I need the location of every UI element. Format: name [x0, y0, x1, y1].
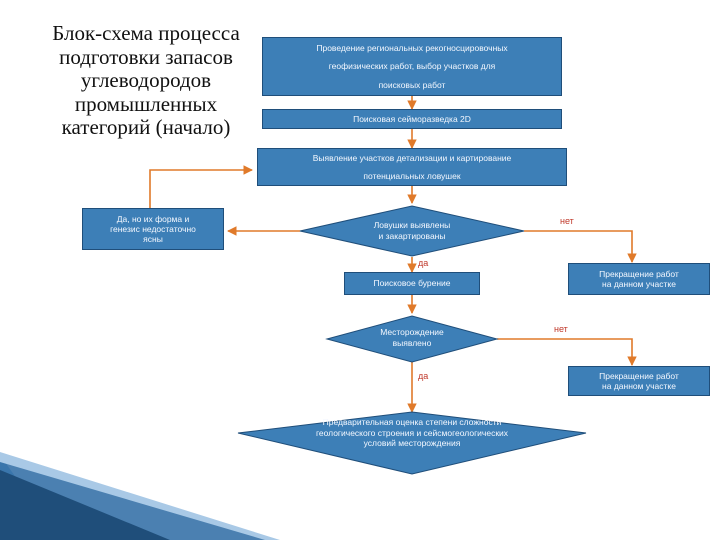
step3-line2: потенциальных ловушек: [363, 171, 461, 181]
stop1-line1: Прекращение работ: [599, 268, 679, 279]
stop2-line1: Прекращение работ: [599, 370, 679, 381]
stop2-line2: на данном участке: [602, 381, 676, 391]
edge-label-no-2: нет: [554, 324, 568, 334]
edge-label-no-1: нет: [560, 216, 574, 226]
final-line1: Предварительная оценка степени сложности: [322, 417, 502, 427]
decision2-shape: [325, 315, 499, 363]
step2-box: Поисковая сейморазведка 2D: [262, 109, 562, 129]
arrow-decision1-stop1: [524, 230, 637, 263]
step3-line1: Выявление участков детализации и картиро…: [312, 152, 512, 163]
arrow-sidenote-loop: [149, 165, 253, 208]
side-note-line2: генезис недостаточно: [110, 223, 196, 234]
stop1-box: Прекращение работ на данном участке: [568, 263, 710, 295]
decision1-line2: и закартированы: [378, 230, 446, 241]
final-line2: геологического строения и сейсмогеологич…: [315, 427, 509, 438]
stop2-box: Прекращение работ на данном участке: [568, 366, 710, 396]
side-note-line1: Да, но их форма и: [116, 213, 190, 224]
stop1-line2: на данном участке: [602, 279, 676, 289]
arrow-decision2-stop2: [497, 338, 637, 366]
step4-box: Поисковое бурение: [344, 272, 480, 295]
side-note-line3: ясны: [143, 234, 163, 245]
step2-label: Поисковая сейморазведка 2D: [353, 113, 471, 124]
decision2-text: Месторождение выявлено: [355, 327, 469, 348]
step1-line1: Проведение региональных рекогносцировочн…: [316, 43, 508, 54]
step3-box: Выявление участков детализации и картиро…: [257, 148, 567, 186]
final-shape: [237, 411, 587, 475]
edge-label-yes-2: да: [418, 371, 429, 381]
side-note-box: Да, но их форма и генезис недостаточно я…: [82, 208, 224, 250]
page-title: Блок-схема процесса подготовки запасов у…: [52, 21, 240, 139]
decision2-line2: выявлено: [392, 337, 432, 348]
decision2-line1: Месторождение: [380, 327, 444, 337]
edge-label-yes-1: да: [418, 258, 429, 268]
final-line3: условий месторождения: [363, 438, 461, 449]
step1-box: Проведение региональных рекогносцировочн…: [262, 37, 562, 96]
step1-line2: геофизических работ, выбор участков для: [328, 61, 496, 72]
final-text: Предварительная оценка степени сложности…: [272, 417, 552, 449]
decision1-line1: Ловушки выявлены: [373, 220, 451, 230]
step1-line3: поисковых работ: [378, 79, 446, 90]
decision1-text: Ловушки выявлены и закартированы: [340, 220, 484, 241]
step4-label: Поисковое бурение: [373, 278, 451, 289]
decision1-shape: [299, 205, 525, 257]
